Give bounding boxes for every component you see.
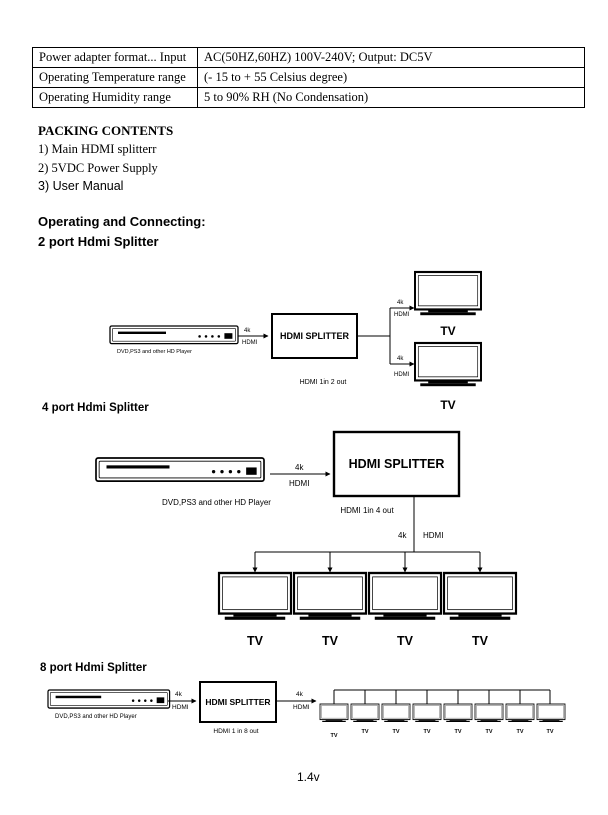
tv-label: TV xyxy=(247,634,264,648)
signal-hdmi-label: HDMI xyxy=(172,704,189,711)
tv-label: TV xyxy=(361,729,368,735)
splitter-box xyxy=(199,681,277,723)
tv-icon xyxy=(505,703,535,723)
tv-icon xyxy=(413,270,483,317)
tv-icon xyxy=(367,571,443,621)
tv-icon xyxy=(381,703,411,723)
dvd-player-icon xyxy=(47,689,171,709)
four-port-diagram: DVD,PS3 and other HD Player 4k HDMI HDMI… xyxy=(95,430,518,648)
signal-4k-label: 4k xyxy=(397,300,404,306)
signal-4k-label: 4k xyxy=(295,463,304,472)
eight-port-heading: 8 port Hdmi Splitter xyxy=(40,662,147,674)
table-row: Operating Humidity range 5 to 90% RH (No… xyxy=(32,87,585,108)
two-port-heading: 2 port Hdmi Splitter xyxy=(38,234,159,249)
signal-hdmi-label: HDMI xyxy=(394,312,410,318)
tv-icon xyxy=(474,703,504,723)
four-port-heading: 4 port Hdmi Splitter xyxy=(42,402,149,414)
packing-item: 1) Main HDMI splitterr xyxy=(38,142,157,156)
packing-heading: PACKING CONTENTS xyxy=(38,123,174,138)
tv-icon xyxy=(412,703,442,723)
tv-label: TV xyxy=(397,634,414,648)
signal-hdmi-label: HDMI xyxy=(289,479,309,488)
signal-hdmi-label: HDMI xyxy=(394,372,410,378)
splitter-label: HDMI SPLITTER xyxy=(205,697,270,707)
operating-heading: Operating and Connecting: xyxy=(38,214,206,229)
version-footer: 1.4v xyxy=(297,770,320,784)
signal-hdmi-label: HDMI xyxy=(242,340,258,346)
signal-hdmi-label: HDMI xyxy=(423,531,443,540)
dvd-player-icon xyxy=(95,457,265,482)
splitter-box xyxy=(332,430,461,498)
tv-label: TV xyxy=(454,729,461,735)
splitter-label: HDMI SPLITTER xyxy=(280,331,349,341)
tv-label: TV xyxy=(330,733,337,739)
dvd-player-icon xyxy=(109,325,239,345)
diagram-caption: HDMI 1in 2 out xyxy=(300,379,347,386)
tv-icon xyxy=(217,571,293,621)
splitter-label: HDMI SPLITTER xyxy=(349,457,445,471)
player-label: DVD,PS3 and other HD Player xyxy=(55,714,137,720)
signal-4k-label: 4k xyxy=(244,328,251,334)
tv-label: TV xyxy=(472,634,489,648)
spec-label: Operating Humidity range xyxy=(32,87,198,108)
packing-item: 2) 5VDC Power Supply xyxy=(38,161,158,175)
tv-icon xyxy=(443,703,473,723)
signal-4k-label: 4k xyxy=(398,531,407,540)
tv-label: TV xyxy=(392,729,399,735)
diagram-caption: HDMI 1 in 8 out xyxy=(213,728,258,735)
signal-4k-label: 4k xyxy=(296,691,304,698)
tv-icon xyxy=(413,341,483,388)
signal-4k-label: 4k xyxy=(175,691,183,698)
tv-icon xyxy=(442,571,518,621)
spec-value: 5 to 90% RH (No Condensation) xyxy=(197,87,585,108)
tv-label: TV xyxy=(440,398,455,412)
tv-label: TV xyxy=(485,729,492,735)
table-row: Operating Temperature range (- 15 to + 5… xyxy=(32,67,585,88)
signal-hdmi-label: HDMI xyxy=(293,704,310,711)
tv-label: TV xyxy=(516,729,523,735)
player-label: DVD,PS3 and other HD Player xyxy=(162,498,271,507)
tv-icon xyxy=(292,571,368,621)
two-port-diagram: DVD,PS3 and other HD Player 4k HDMI HDMI… xyxy=(109,270,483,412)
tv-icon xyxy=(536,703,566,723)
tv-label: TV xyxy=(546,729,553,735)
diagram-caption: HDMI 1in 4 out xyxy=(340,506,394,515)
packing-item: 3) User Manual xyxy=(38,179,124,193)
signal-4k-label: 4k xyxy=(397,356,404,362)
player-label: DVD,PS3 and other HD Player xyxy=(117,349,192,355)
tv-icon xyxy=(350,703,380,723)
tv-icon xyxy=(319,703,349,723)
spec-table: Power adapter format... Input AC(50HZ,60… xyxy=(32,47,585,108)
tv-label: TV xyxy=(440,324,455,338)
tv-label: TV xyxy=(423,729,430,735)
eight-port-diagram: DVD,PS3 and other HD Player 4k HDMI HDMI… xyxy=(47,681,566,739)
tv-label: TV xyxy=(322,634,339,648)
